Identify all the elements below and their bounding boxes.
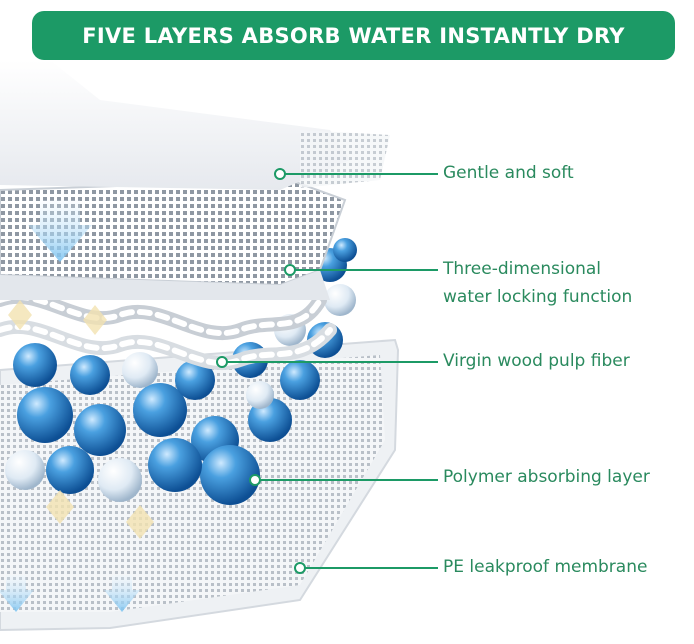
soft-top-mesh-edge — [300, 130, 390, 188]
polymer-beads — [5, 238, 357, 505]
leader-dots — [216, 168, 306, 574]
sparkle-icon — [126, 505, 154, 539]
leader-lines — [222, 173, 438, 569]
title-banner: FIVE LAYERS ABSORB WATER INSTANTLY DRY — [32, 11, 675, 60]
sparkle-icon — [46, 490, 74, 524]
label-polymer-absorbing: Polymer absorbing layer — [443, 467, 650, 487]
title-text: FIVE LAYERS ABSORB WATER INSTANTLY DRY — [82, 23, 625, 48]
water-locking-mesh-edge — [0, 270, 330, 300]
label-water-locking: water locking function — [443, 287, 633, 307]
pulp-fiber-weave — [0, 289, 337, 371]
sparkle-icon — [83, 305, 107, 335]
label-three-dimensional: Three-dimensional — [443, 259, 602, 279]
sparkle-icon — [8, 300, 32, 330]
label-gentle-and-soft: Gentle and soft — [443, 163, 574, 183]
down-arrow-icon — [104, 575, 140, 612]
down-arrow-icon — [0, 575, 34, 612]
label-virgin-wood-pulp: Virgin wood pulp fiber — [443, 351, 630, 371]
label-pe-leakproof: PE leakproof membrane — [443, 557, 648, 577]
soft-top-layer — [0, 60, 350, 190]
down-arrow-icon — [28, 200, 92, 262]
